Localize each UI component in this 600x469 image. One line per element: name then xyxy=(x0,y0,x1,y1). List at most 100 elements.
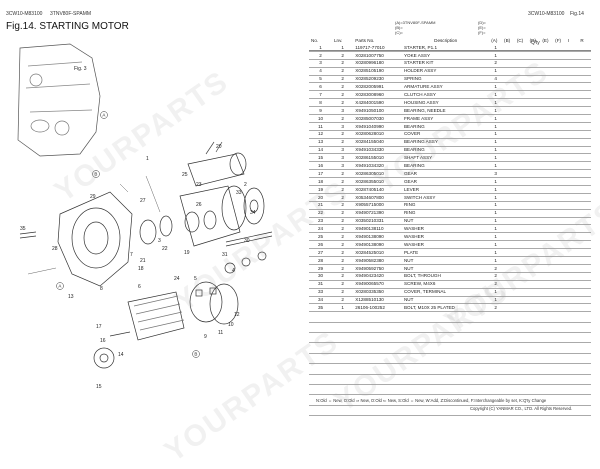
empty-cell xyxy=(540,209,553,217)
empty-cell xyxy=(515,201,528,209)
part-no: 21 xyxy=(317,202,324,208)
parts-table: No. Lnv. Parts No. Description (A) (B) (… xyxy=(309,38,591,416)
part-lnv: 2 xyxy=(341,170,344,176)
part-lnv: 2 xyxy=(341,68,344,74)
part-number: X0286155010 xyxy=(355,155,384,161)
empty-cell xyxy=(540,186,553,194)
empty-cell xyxy=(502,217,515,225)
empty-cell xyxy=(566,59,578,67)
type-code-d: (D)= xyxy=(478,20,486,25)
part-qty-a: 2 xyxy=(494,265,497,271)
part-number: X0281007750 xyxy=(355,52,384,58)
empty-cell xyxy=(578,154,591,162)
callout-a-bottom: A xyxy=(58,284,61,289)
callout-19: 19 xyxy=(184,250,190,256)
header-right-code: 3CW10-M83100 xyxy=(528,11,565,17)
table-row-empty xyxy=(309,364,591,375)
part-no: 27 xyxy=(317,249,324,255)
type-codes-a: (A)=3TNV80F-SPAMM (B)= (C)= xyxy=(395,20,436,35)
empty-cell xyxy=(566,130,578,138)
table-row-empty xyxy=(309,322,591,333)
empty-cell xyxy=(566,264,578,272)
empty-cell xyxy=(528,154,541,162)
part-no: 4 xyxy=(319,68,322,74)
table-row-empty xyxy=(309,312,591,323)
footer-copyright: Copyright (C) YANMAR CO., LTD. All Right… xyxy=(470,406,573,411)
part-qty-a: 1 xyxy=(494,52,497,58)
empty-cell xyxy=(553,99,566,107)
empty-cell xyxy=(528,217,541,225)
empty-cell xyxy=(540,162,553,170)
part-qty-a: 1 xyxy=(494,84,497,90)
empty-cell xyxy=(566,138,578,146)
empty-cell xyxy=(553,193,566,201)
empty-cell xyxy=(540,304,553,312)
part-lnv: 2 xyxy=(341,273,344,279)
empty-cell xyxy=(515,170,528,178)
header-rule xyxy=(309,50,591,51)
part-description: SHAFT ASSY xyxy=(403,155,433,161)
table-row-empty xyxy=(309,343,591,354)
empty-cell xyxy=(566,83,578,91)
callout-35: 35 xyxy=(20,226,26,232)
empty-cell xyxy=(515,146,528,154)
table-row-empty xyxy=(309,374,591,385)
part-no: 13 xyxy=(317,139,324,145)
col-i: I xyxy=(567,38,570,44)
table-row-empty xyxy=(309,395,591,406)
part-qty-a: 1 xyxy=(494,123,497,129)
empty-cell xyxy=(553,130,566,138)
empty-cell xyxy=(502,138,515,146)
callout-25: 25 xyxy=(182,172,188,178)
empty-cell xyxy=(540,115,553,123)
part-description: SPRING xyxy=(403,76,422,82)
callout-27: 27 xyxy=(140,198,146,204)
parts-table-header-row: No. Lnv. Parts No. Description (A) (B) (… xyxy=(309,38,591,44)
part-qty-a: 2 xyxy=(494,281,497,287)
part-description: WASHER xyxy=(403,241,424,247)
part-lnv: 3 xyxy=(341,163,344,168)
part-lnv: 2 xyxy=(341,257,344,263)
part-no: 11 xyxy=(318,123,323,129)
part-description: GEAR xyxy=(403,178,418,184)
empty-cell xyxy=(553,272,566,280)
part-qty-a: 4 xyxy=(494,76,497,82)
empty-cell xyxy=(553,201,566,209)
part-no: 6 xyxy=(319,84,322,90)
empty-cell xyxy=(553,51,566,59)
empty-cell xyxy=(528,122,541,130)
part-number: 26106-100252 xyxy=(355,305,385,311)
part-lnv: 2 xyxy=(341,265,344,271)
callout-30: 30 xyxy=(244,238,250,244)
part-number: X9490423420 xyxy=(355,273,384,279)
callout-11: 11 xyxy=(218,330,223,336)
empty-cell xyxy=(578,146,591,154)
part-lnv: 2 xyxy=(341,241,344,247)
part-number: X9490592750 xyxy=(355,265,384,271)
part-lnv: 2 xyxy=(341,139,344,145)
table-row-empty xyxy=(309,333,591,343)
empty-cell xyxy=(566,162,578,170)
empty-cell xyxy=(528,115,541,123)
empty-cell xyxy=(578,138,591,146)
empty-cell xyxy=(553,83,566,91)
empty-cell xyxy=(502,249,515,257)
col-qty-header: Q'ty xyxy=(531,40,540,46)
part-description: BEARING, NEEDLE xyxy=(403,107,446,113)
empty-cell xyxy=(553,122,566,130)
empty-cell xyxy=(553,280,566,288)
part-number: X9490065570 xyxy=(355,281,384,287)
part-description: BEARING xyxy=(403,123,425,129)
part-description: LEVER xyxy=(403,186,420,192)
part-description: YOKE ASSY xyxy=(403,52,431,58)
part-description: PLATE xyxy=(403,249,419,255)
empty-cell xyxy=(540,138,553,146)
part-qty-a: 1 xyxy=(494,297,497,303)
